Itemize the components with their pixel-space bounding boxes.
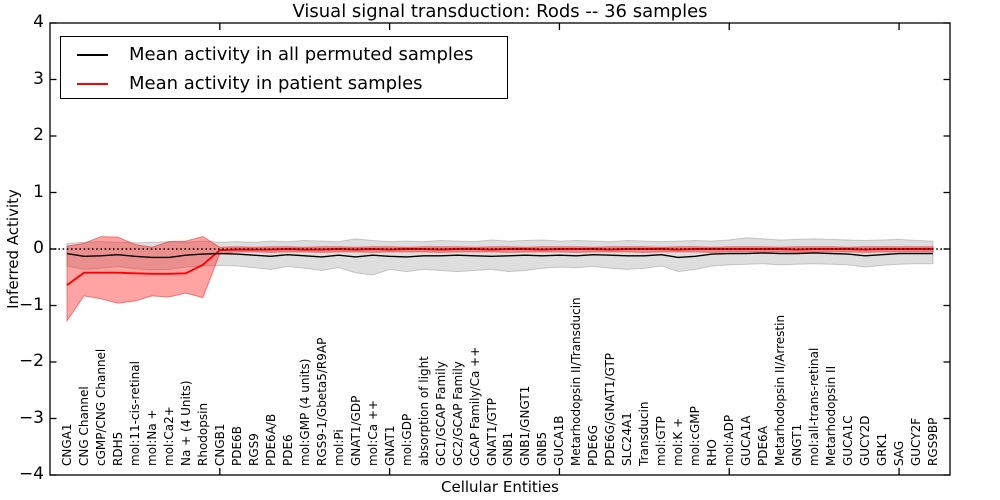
x-tick-label: GNB1/GNGT1 [518,385,533,466]
x-tick-label: Metarhodopsin II/Transducin [569,297,584,466]
x-tick-label: mol:all-trans-retinal [807,347,822,466]
legend-entry-permuted: Mean activity in all permuted samples [61,45,473,65]
x-tick-label: Rhodopsin [195,402,210,466]
x-tick-label: Na + (4 Units) [178,380,193,466]
x-tick-label: SLC24A1 [620,412,635,466]
x-tick-label: PDE6A/B [263,413,278,466]
x-tick-label: mol:ADP [722,414,737,466]
x-tick-label: mol:GTP [654,416,669,466]
y-tick-label: −4 [18,464,44,484]
permuted-mean-line [66,252,934,259]
x-tick-label: Metarhodopsin II [824,365,839,466]
patient-confidence-band [66,236,934,323]
x-tick-label: RGS9 [246,433,261,466]
x-tick-label: GNAT1 [382,425,397,466]
x-tick-label: GUCA1C [841,415,856,466]
y-tick-label: −3 [18,407,44,428]
x-tick-label: RGS9BP [926,417,941,466]
x-axis-label: Cellular Entities [441,478,559,496]
x-tick-label: mol:Pi [331,429,346,466]
x-tick-label: PDE6G/GNAT1/GTP [603,352,618,466]
x-tick-label: GUCA1B [552,415,567,466]
x-tick-label: mol:Ca ++ [365,399,380,466]
x-tick-label: GUCY2F [909,417,924,466]
x-tick-label: mol:Na + [144,409,159,466]
legend-label: Mean activity in patient samples [129,73,423,94]
legend-line-sample-black [77,54,108,56]
x-tick-label: mol:Ca2+ [161,406,176,466]
x-tick-label: GC2/GCAP Family [450,361,465,466]
x-tick-label: GC1/GCAP Family [433,361,448,466]
x-tick-label: Metarhodopsin II/Arrestin [773,314,788,466]
y-tick-label: 4 [33,12,44,32]
x-tick-label: PDE6G [586,425,601,466]
x-tick-label: GNAT1/GDP [348,395,363,466]
x-tick-label: absorption of light [416,356,431,466]
x-tick-label: CNGA1 [59,423,74,467]
x-tick-label: RHO [705,439,720,466]
y-tick-label: 1 [33,181,44,202]
x-tick-label: GRK1 [875,432,890,466]
chart-title: Visual signal transduction: Rods -- 36 s… [292,1,708,22]
x-tick-label: cGMP/CNG Channel [93,348,108,466]
y-tick-label: 3 [33,68,44,89]
legend: Mean activity in all permuted samples Me… [60,36,508,99]
x-tick-label: mol:GMP (4 units) [297,358,312,466]
x-tick-label: CNGB1 [212,423,227,466]
y-tick-label: −1 [18,294,44,315]
x-tick-label: GNGT1 [790,423,805,466]
legend-line-sample-red [77,83,108,85]
x-tick-label: SAG [892,440,907,466]
x-tick-label: PDE6A [756,426,771,466]
x-tick-label: GUCY2D [858,415,873,466]
x-tick-label: GUCA1A [739,415,754,466]
legend-entry-patient: Mean activity in patient samples [61,74,423,94]
x-tick-label: Transducin [637,401,652,466]
x-tick-label: PDE6 [280,434,295,466]
x-tick-label: GNB1 [501,431,516,466]
x-tick-label: GCAP Family/Ca ++ [467,346,482,466]
y-tick-label: 0 [33,238,44,258]
x-tick-label: mol:K + [671,417,686,466]
legend-label: Mean activity in all permuted samples [129,44,474,65]
x-tick-label: GNB5 [535,431,550,466]
x-tick-label: CNG Channel [76,386,91,466]
x-tick-label: GNAT1/GTP [484,398,499,466]
x-tick-label: RDH5 [110,431,125,466]
y-tick-label: −2 [18,351,44,371]
x-tick-label: mol:GDP [399,413,414,466]
x-tick-label: RGS9-1/Gbeta5/R9AP [314,337,329,466]
x-tick-label: mol:cGMP [688,406,703,466]
x-tick-label: PDE6B [229,426,244,466]
x-tick-label: mol:11-cis-retinal [127,361,142,466]
y-tick-label: 2 [33,125,44,145]
